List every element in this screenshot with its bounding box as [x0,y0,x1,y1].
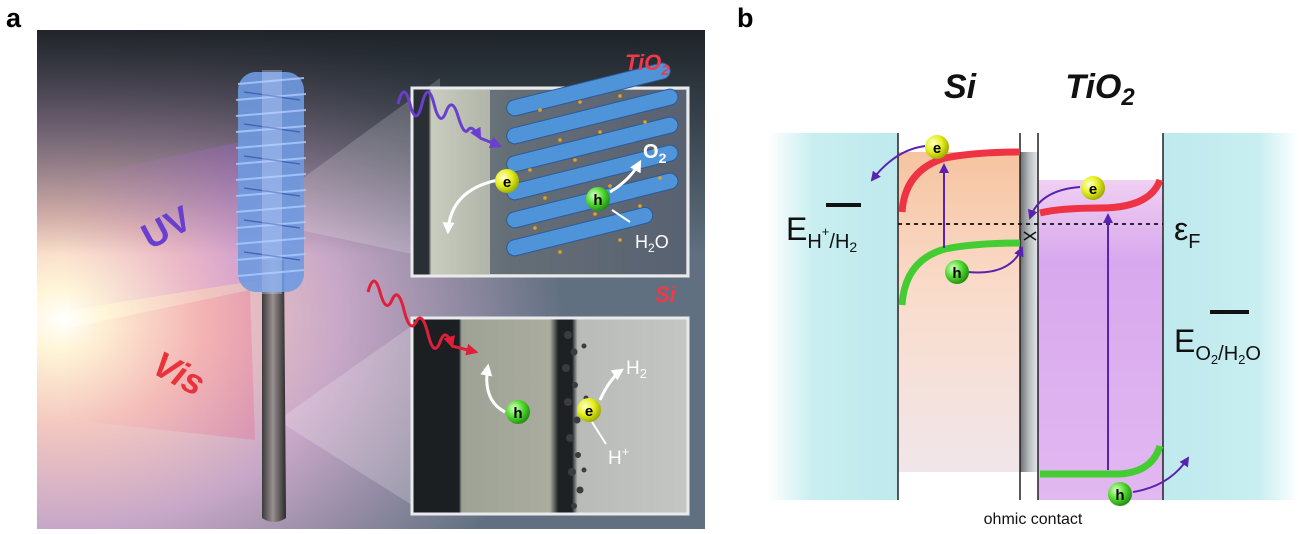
vis-wave [366,279,455,350]
si-inset: Si [410,282,690,516]
vis-beam [285,320,420,510]
tio2-electron-label: e [1089,181,1097,198]
si-inset-title: Si [655,282,677,307]
tio2-electron-to-contact-arrow [1027,186,1081,220]
electrolyte-right [1163,133,1299,500]
tio2-hole-transfer-arrow [1132,456,1190,493]
si-region [898,152,1020,472]
vis-haze [60,290,255,440]
electrolyte-left [768,133,898,500]
si-conduction-band [898,148,1021,213]
hole-path-bottom [480,363,506,414]
si-electron-transfer-arrow [870,145,926,182]
h2o-label: H2O [635,232,669,255]
fermi-label: εF [1174,211,1200,253]
hole-path-top [609,159,642,194]
tio2-electron-ball [1081,176,1105,200]
o2-redox-label: EO2/H2O [1174,323,1261,367]
catalyst-particles [562,331,589,509]
recombination-mark [1023,231,1037,241]
tio2-inset-title: TiO2 [625,50,670,79]
uv-wave [396,90,482,141]
hole-ball-top [586,187,610,211]
electron-path-top [442,178,499,235]
h2-label: H2 [626,358,647,381]
electron-label-top: e [503,174,511,191]
si-electron-label: e [933,140,941,157]
ohmic-contact-layer [1020,152,1038,472]
panel-b: b Si TiO2 [737,3,1299,528]
si-hole-to-contact-arrow [967,246,1024,274]
tio2-nanorods [506,62,679,257]
tio2-hole-ball [1108,482,1132,506]
hole-label-top: h [593,192,602,209]
tio2-valence-band [1040,444,1164,478]
boundary-lines [897,133,1164,500]
electron-ball-top [495,169,519,193]
uv-haze [60,140,260,310]
ohmic-contact-label: ohmic contact [984,511,1083,528]
electron-path-bottom [598,368,624,401]
hplus-label: H+ [608,444,629,469]
si-valence-band [898,239,1021,306]
si-hole-ball [945,260,969,284]
tio2-hole-label: h [1115,487,1124,504]
hole-ball-bottom [506,400,530,424]
tio2-brush [235,70,307,294]
panel-b-letter: b [737,3,754,33]
panel-a-letter: a [6,3,22,33]
electron-label-bottom: e [585,403,593,420]
tio2-conduction-band [1039,178,1164,217]
nanowire-rod [262,260,286,522]
hole-label-bottom: h [513,405,522,422]
h2-redox-label: EH+/H2 [786,211,857,255]
tio2-title: TiO2 [1065,68,1135,111]
si-electron-ball [925,135,949,159]
si-hole-label: h [952,265,961,282]
panel-a: a [6,3,705,529]
si-title: Si [944,68,978,106]
o2-label: O2 [643,141,667,166]
tio2-inset: TiO2 [410,50,690,278]
uv-beam [300,78,440,260]
electron-ball-bottom [577,398,601,422]
tio2-region [1038,180,1163,500]
